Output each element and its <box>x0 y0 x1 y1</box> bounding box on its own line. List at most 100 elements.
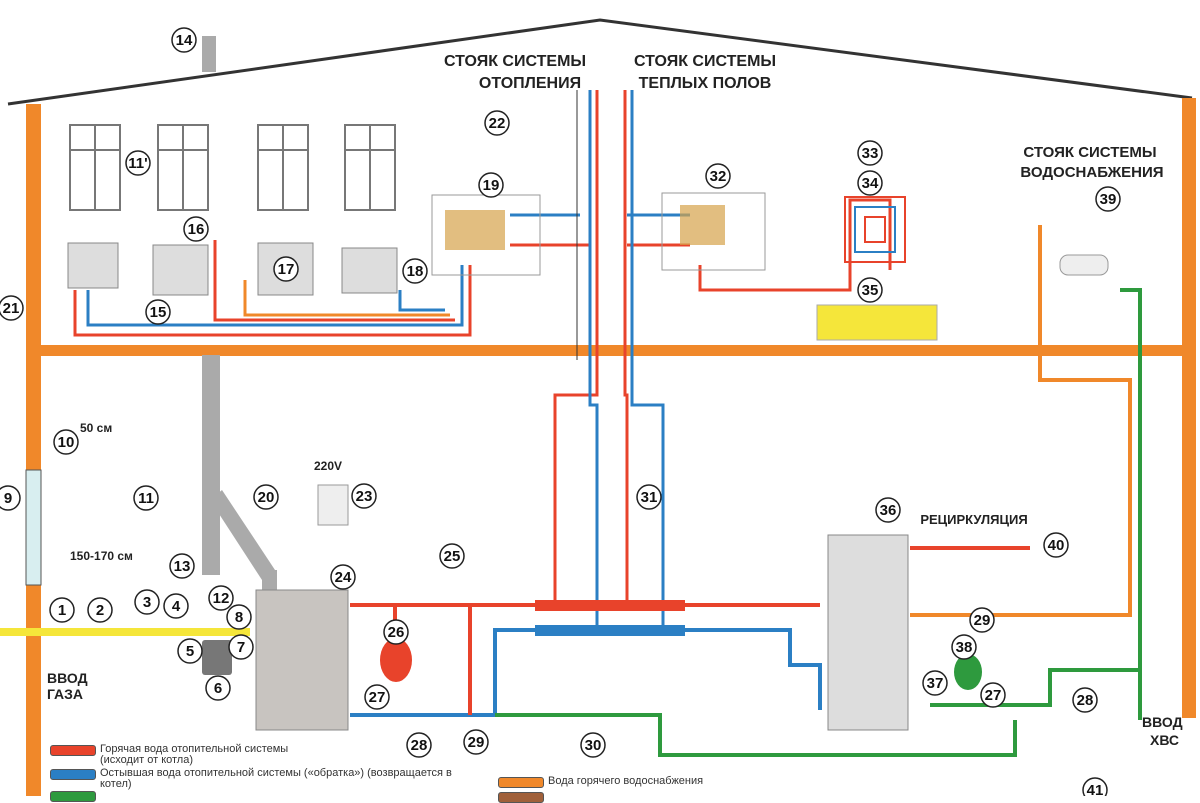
marker-15: 15 <box>145 299 171 325</box>
marker-circle <box>49 597 75 623</box>
marker-circle <box>478 172 504 198</box>
marker-number: 9 <box>4 490 12 507</box>
marker-6: 6 <box>205 675 231 701</box>
expansion-tank-26 <box>380 638 412 682</box>
marker-27: 27 <box>980 682 1006 708</box>
marker-number: 18 <box>407 263 424 280</box>
windows <box>69 124 396 211</box>
manifold-19 <box>445 210 505 250</box>
marker-circle <box>183 216 209 242</box>
marker-circle <box>1082 777 1108 796</box>
marker-40: 40 <box>1043 532 1069 558</box>
marker-number: 27 <box>985 687 1002 704</box>
marker-11: 11 <box>133 485 159 511</box>
marker-number: 13 <box>174 558 191 575</box>
marker-29: 29 <box>463 729 489 755</box>
marker-number: 38 <box>956 639 973 656</box>
gas-meter <box>202 640 232 675</box>
water-riser-label-2: ВОДОСНАБЖЕНИЯ <box>1020 164 1163 181</box>
marker-number: 8 <box>235 609 243 626</box>
marker-number: 24 <box>335 569 352 586</box>
marker-circle <box>484 110 510 136</box>
gas-pipe <box>0 628 250 636</box>
marker-34: 34 <box>857 170 883 196</box>
marker-9: 9 <box>0 485 21 511</box>
marker-number: 31 <box>641 489 658 506</box>
marker-1: 1 <box>49 597 75 623</box>
marker-2: 2 <box>87 597 113 623</box>
floor-riser-label-1: СТОЯК СИСТЕМЫ <box>634 53 776 70</box>
marker-circle <box>1095 186 1121 212</box>
marker-number: 11' <box>128 155 147 172</box>
marker-7: 7 <box>228 634 254 660</box>
right-wall <box>1182 98 1196 718</box>
marker-circle <box>125 150 151 176</box>
marker-circle <box>228 634 254 660</box>
legend-text-return: Остывшая вода отопительной системы («обр… <box>100 767 452 790</box>
marker-32: 32 <box>705 163 731 189</box>
distance-150-label: 150-170 см <box>70 549 133 563</box>
marker-circle <box>705 163 731 189</box>
marker-circle <box>0 485 21 511</box>
heating-riser-label-1: СТОЯК СИСТЕМЫ <box>444 53 586 70</box>
marker-16: 16 <box>183 216 209 242</box>
marker-26: 26 <box>383 619 409 645</box>
marker-circle <box>406 732 432 758</box>
marker-31: 31 <box>636 484 662 510</box>
legend-cold-water <box>50 790 96 802</box>
marker-24: 24 <box>330 564 356 590</box>
marker-number: 5 <box>186 643 194 660</box>
marker-8: 8 <box>226 604 252 630</box>
marker-number: 28 <box>411 737 428 754</box>
marker-circle <box>133 485 159 511</box>
marker-circle <box>875 497 901 523</box>
legend-swatch-return <box>50 769 96 780</box>
marker-19: 19 <box>478 172 504 198</box>
marker-number: 30 <box>585 737 602 754</box>
marker-number: 27 <box>369 689 386 706</box>
chimney <box>202 36 216 72</box>
marker-10: 10 <box>53 429 79 455</box>
marker-number: 14 <box>176 32 193 49</box>
legend-return-water: Остывшая вода отопительной системы («обр… <box>50 768 470 790</box>
sink <box>1059 254 1109 276</box>
marker-28: 28 <box>406 732 432 758</box>
legend-swatch-recirculation <box>498 792 544 803</box>
marker-circle <box>980 682 1006 708</box>
marker-37: 37 <box>922 670 948 696</box>
marker-circle <box>330 564 356 590</box>
marker-number: 2 <box>96 602 104 619</box>
marker-circle <box>205 675 231 701</box>
water-riser-label-1: СТОЯК СИСТЕМЫ <box>1023 144 1156 161</box>
marker-12: 12 <box>208 585 234 611</box>
flue-pipe <box>202 355 277 600</box>
voltage-label: 220V <box>314 459 342 473</box>
risers <box>553 90 665 630</box>
marker-circle <box>1072 687 1098 713</box>
gas-boiler <box>255 589 349 731</box>
marker-29: 29 <box>969 607 995 633</box>
cold-input-label-2: ХВС <box>1150 732 1179 748</box>
marker-circle <box>439 543 465 569</box>
marker-circle <box>857 140 883 166</box>
marker-circle <box>951 634 977 660</box>
marker-number: 12 <box>213 590 230 607</box>
heating-riser-label-2: ОТОПЛЕНИЯ <box>479 75 581 92</box>
marker-circle <box>171 27 197 53</box>
marker-number: 15 <box>150 304 167 321</box>
marker-circle <box>0 295 24 321</box>
marker-circle <box>253 484 279 510</box>
cold-input-label-1: ВВОД <box>1142 714 1183 730</box>
marker-circle <box>463 729 489 755</box>
marker-circle <box>922 670 948 696</box>
legend-hot-water: Горячая вода отопительной системы (исход… <box>50 744 310 766</box>
marker-circle <box>273 256 299 282</box>
gas-window <box>25 469 42 586</box>
marker-20: 20 <box>253 484 279 510</box>
marker-number: 21 <box>3 300 20 317</box>
marker-circle <box>580 732 606 758</box>
legend-swatch-cold <box>50 791 96 802</box>
legend-text-dhw: Вода горячего водоснабжения <box>548 775 704 787</box>
marker-circle <box>969 607 995 633</box>
